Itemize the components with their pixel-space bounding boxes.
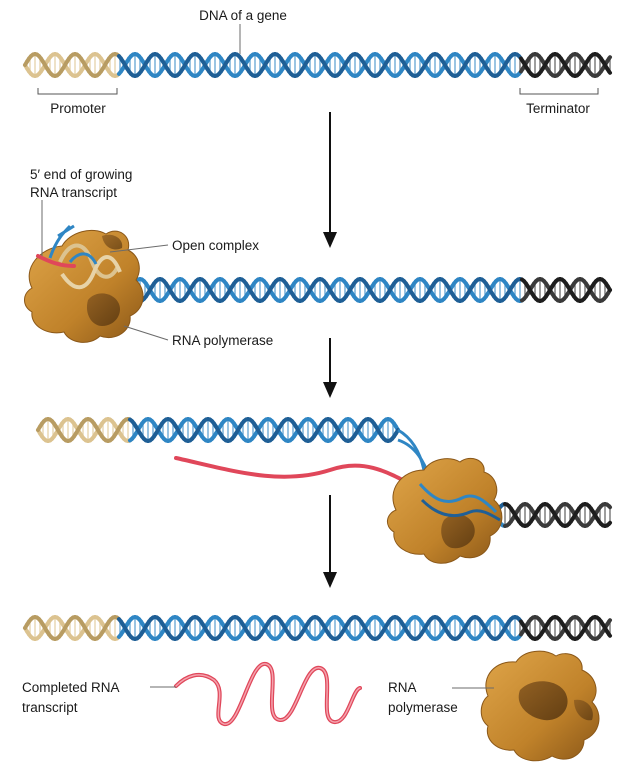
dna-helix-stage3-left	[36, 417, 400, 443]
helix-backbone-segment	[607, 55, 612, 61]
promoter-bracket	[37, 88, 118, 95]
helix-backbone-segment	[607, 520, 612, 526]
helix-backbone-segment	[607, 618, 612, 624]
stage-1-gene: DNA of a gene Promoter Terminator	[23, 8, 612, 116]
arrow-2	[323, 338, 337, 398]
dna-helix-stage3-right	[493, 502, 612, 528]
dna-helix-stage1	[23, 52, 612, 78]
dna-descending	[397, 428, 426, 471]
open-complex-label: Open complex	[172, 238, 259, 253]
growing-rna-stage2	[36, 254, 76, 268]
rna-polymerase-label-stage4-2: polymerase	[388, 700, 458, 715]
open-complex-bubble	[48, 224, 122, 290]
stage-3-elongation	[36, 417, 612, 564]
rna-polymerase-label-stage4-1: RNA	[388, 680, 417, 695]
terminator-label: Terminator	[526, 101, 590, 116]
five-prime-label-2: RNA transcript	[30, 185, 117, 200]
arrow-1	[323, 112, 337, 248]
polymerase-leader-stage2	[123, 325, 169, 341]
rna-polymerase-label-stage2: RNA polymerase	[172, 333, 273, 348]
arrow-3	[323, 495, 337, 588]
completed-rna-label-2: transcript	[22, 700, 78, 715]
five-prime-label-1: 5′ end of growing	[30, 167, 132, 182]
helix-backbone-segment	[606, 284, 612, 292]
helix-backbone-segment	[607, 632, 612, 638]
terminator-bracket	[519, 88, 599, 95]
helix-backbone-segment	[607, 504, 612, 510]
rna-polymerase-stage3	[387, 457, 503, 564]
stage-2-initiation: 5′ end of growing RNA transcript Open co…	[24, 167, 612, 348]
helix-backbone-segment	[607, 69, 612, 75]
rna-polymerase-stage4	[480, 650, 600, 762]
stage-4-termination: Completed RNA transcript RNA polymerase	[22, 615, 612, 762]
open-complex-leader	[109, 244, 169, 253]
completed-rna-label-1: Completed RNA	[22, 680, 120, 695]
growing-rna-stage3	[174, 456, 432, 496]
dna-gene-label: DNA of a gene	[199, 8, 287, 23]
helix-backbone-segment	[394, 428, 400, 436]
dna-helix-stage2	[108, 277, 612, 303]
promoter-label: Promoter	[50, 101, 106, 116]
completed-rna	[174, 662, 362, 726]
dna-helix-stage4	[23, 615, 612, 641]
